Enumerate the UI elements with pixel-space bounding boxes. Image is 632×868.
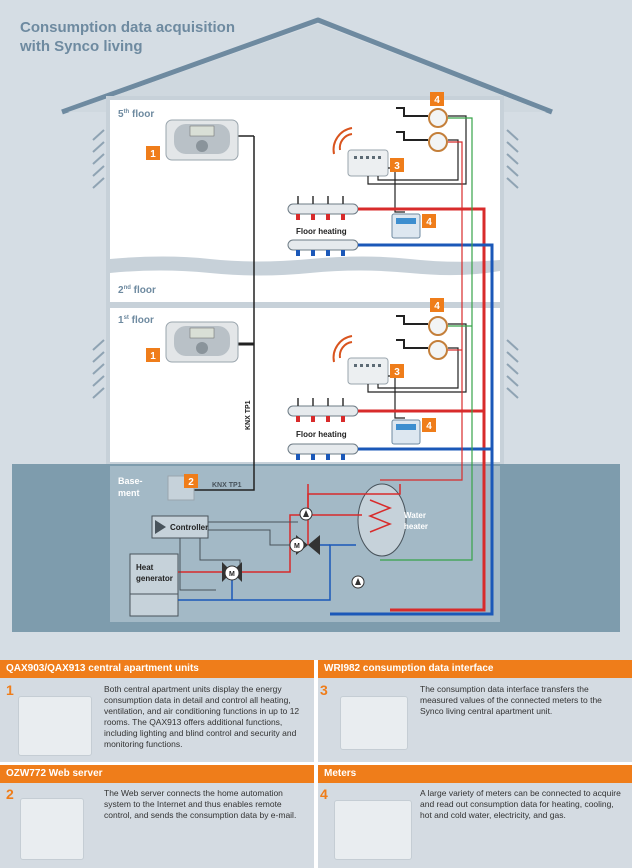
- mixing-valve-m-1: M: [294, 543, 300, 550]
- floor-label-1st: 1st floor: [118, 315, 154, 326]
- marker-4-5th-heat: 4: [426, 217, 432, 228]
- marker-4-1st-water: 4: [434, 301, 440, 312]
- marker-2-basement: 2: [188, 477, 194, 488]
- heat-generator-label-2: generator: [136, 574, 173, 583]
- marker-4-5th-water: 4: [434, 95, 440, 106]
- knx-basement-label: KNX TP1: [212, 482, 242, 489]
- controller-label: Controller: [170, 523, 208, 532]
- panel-text-meters: A large variety of meters can be connect…: [420, 788, 621, 820]
- web-server-image: [20, 798, 84, 860]
- marker-labels: 1 1 2 3 3 4 4 4 4: [150, 95, 440, 488]
- wireless-signal-icon: [332, 127, 353, 363]
- hot-water-pipes: [380, 141, 463, 481]
- floor-labels: 5th floor 2nd floor 1st floor: [118, 109, 156, 326]
- basement-label: Base- ment: [118, 476, 143, 498]
- floor-heating-manifold-1st: [287, 398, 359, 460]
- marker-4-1st-heat: 4: [426, 421, 432, 432]
- panel-number-2: 2: [6, 786, 14, 802]
- data-interface-image: [340, 696, 408, 750]
- heat-meters: [391, 213, 421, 445]
- data-interface-5th-floor: [347, 149, 389, 177]
- title-line-1: Consumption data acquisition: [20, 19, 236, 36]
- house-diagram: 1 1 2 3 3 4 4 4 4 5th floor 2nd floor 1s…: [0, 0, 632, 660]
- panel-heading-web-server: OZW772 Web server: [0, 765, 314, 783]
- panel-text-web-server: The Web server connects the home automat…: [104, 788, 297, 820]
- panel-heading-central-units: QAX903/QAX913 central apartment units: [0, 660, 314, 678]
- number-markers: [146, 92, 444, 488]
- pump-icon: [299, 507, 365, 589]
- water-heater-label-1: Water: [404, 511, 426, 520]
- supply-pipes: [358, 207, 486, 612]
- panel-number-1: 1: [6, 682, 14, 698]
- central-unit-5th-floor: [165, 119, 239, 161]
- title-line-2: with Synco living: [20, 38, 143, 55]
- panel-divider-horizontal: [0, 762, 632, 765]
- panel-number-4: 4: [320, 786, 328, 802]
- marker-1-1st: 1: [150, 351, 156, 362]
- panel-number-3: 3: [320, 682, 328, 698]
- return-pipes: [330, 243, 494, 616]
- central-unit-1st-floor: [165, 321, 239, 363]
- mixing-valve-m-2: M: [229, 571, 235, 578]
- cold-water-pipes: [380, 117, 473, 561]
- panel-text-data-interface: The consumption data interface transfers…: [420, 684, 602, 716]
- svg-text:ment: ment: [118, 488, 140, 498]
- roof: [61, 17, 553, 115]
- attic: [68, 24, 546, 112]
- meter-wiring: [367, 115, 467, 419]
- wall-hatching: [92, 129, 519, 399]
- marker-3-1st: 3: [394, 367, 400, 378]
- data-interface-1st-floor: [347, 357, 389, 385]
- floor-heating-label-5th: Floor heating: [296, 227, 347, 236]
- tap-icon: [396, 107, 428, 349]
- heat-generator-label-1: Heat: [136, 563, 154, 572]
- water-meters: [428, 108, 448, 360]
- panel-heading-data-interface: WRI982 consumption data interface: [318, 660, 632, 678]
- meters-image: [334, 800, 412, 860]
- mixing-valve-icon: [222, 535, 320, 582]
- panel-heading-meters: Meters: [318, 765, 632, 783]
- marker-1-5th: 1: [150, 149, 156, 160]
- knx-vertical-label: KNX TP1: [245, 400, 252, 430]
- floor-heating-label-1st: Floor heating: [296, 430, 347, 439]
- svg-text:Base-: Base-: [118, 476, 143, 486]
- marker-3-5th: 3: [394, 161, 400, 172]
- water-heater-label-2: heater: [404, 522, 428, 531]
- floor-label-5th: 5th floor: [118, 109, 154, 120]
- floor-label-2nd: 2nd floor: [118, 285, 156, 296]
- knx-bus-line: [190, 136, 255, 491]
- diagram-labels: Floor heating Floor heating KNX TP1 KNX …: [136, 227, 428, 583]
- central-units-image: [18, 696, 92, 756]
- second-floor-room: [110, 270, 500, 302]
- page-title: Consumption data acquisition with Synco …: [20, 18, 235, 56]
- panel-text-central-units: Both central apartment units display the…: [104, 684, 300, 749]
